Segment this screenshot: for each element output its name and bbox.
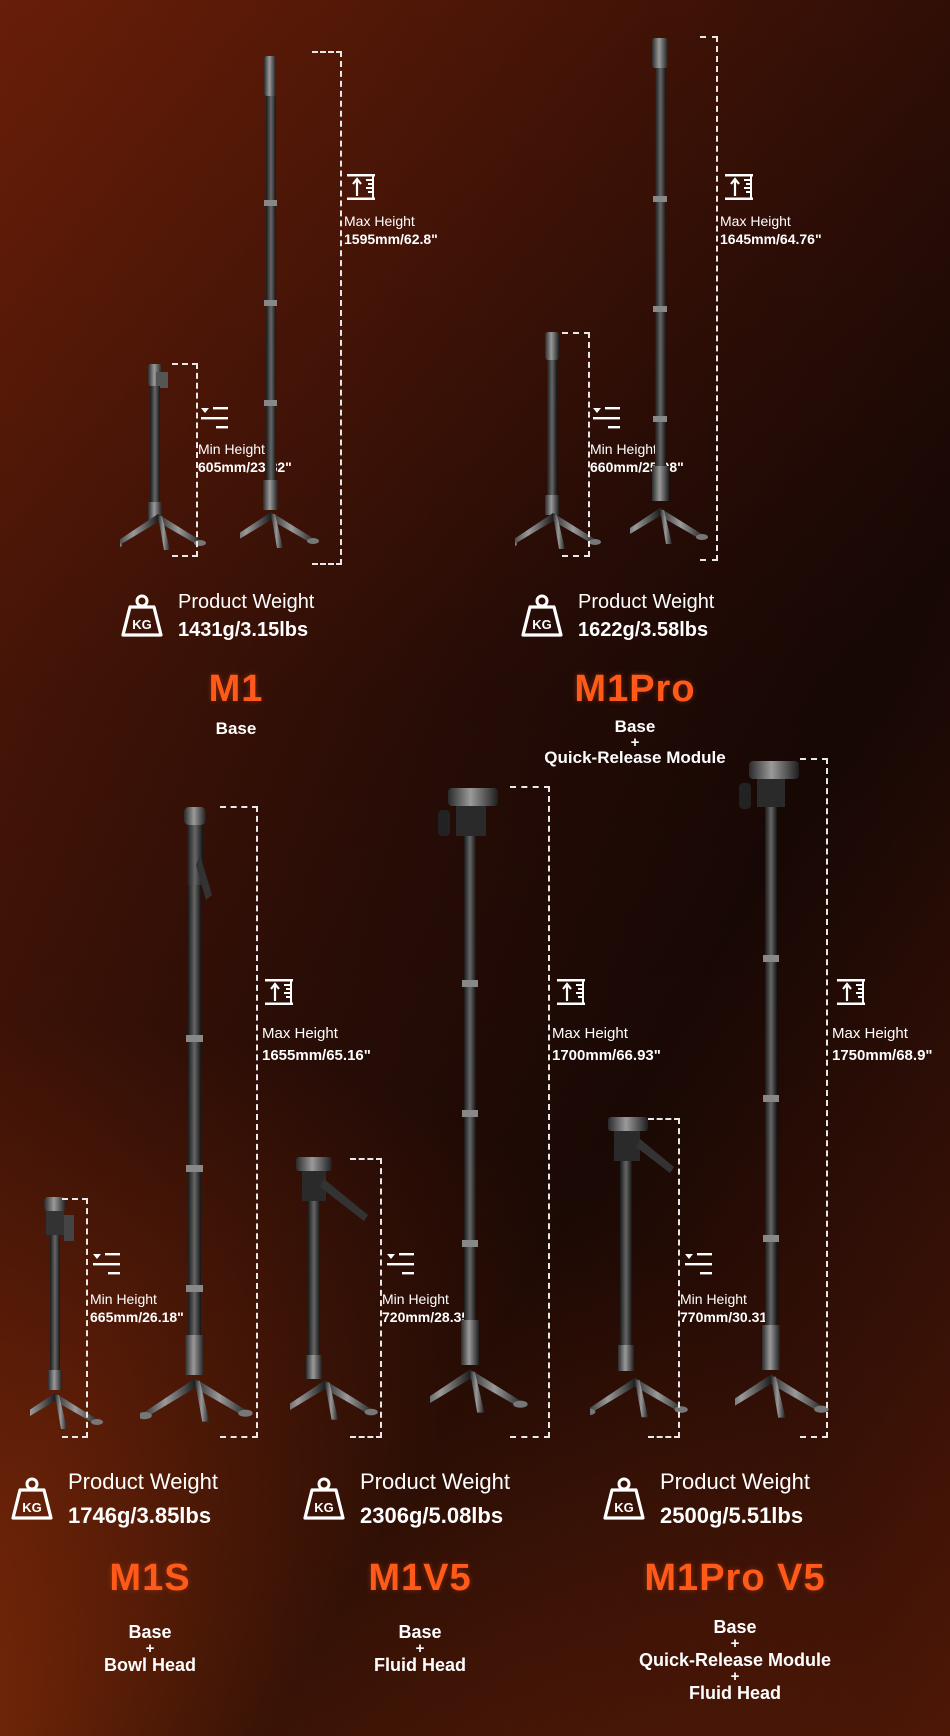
max-height-bracket [700, 36, 718, 561]
max-height-value: 1595mm/62.8" [344, 231, 438, 247]
component-base: Base [713, 1617, 757, 1637]
min-height-icon [590, 402, 624, 432]
component-list: Base + Fluid Head [320, 1622, 520, 1675]
component-qr-module: Quick-Release Module [638, 1650, 832, 1670]
kg-weight-icon [602, 1476, 646, 1522]
product-weight: Product Weight 1431g/3.15lbs [120, 588, 314, 644]
component-qr-module: Quick-Release Module [544, 748, 726, 767]
min-height-label: Min Height [680, 1291, 747, 1307]
product-weight-value: 1622g/3.58lbs [578, 619, 709, 641]
min-height-value: 720mm/28.35" [382, 1309, 476, 1325]
component-base: Base [614, 717, 656, 736]
component-base: Base [128, 1622, 172, 1642]
max-height-bracket [510, 786, 550, 1438]
max-height-icon [554, 977, 588, 1007]
max-height-label: Max Height [344, 213, 415, 229]
monopod-image-extended [630, 36, 735, 556]
product-weight-value: 2500g/5.51lbs [660, 1503, 804, 1528]
product-weight-label: Product Weight [178, 591, 315, 613]
min-height-bracket [350, 1158, 382, 1438]
max-height-value: 1645mm/64.76" [720, 231, 822, 247]
min-height-bracket [62, 1198, 88, 1438]
max-height-bracket [220, 806, 258, 1438]
min-height-label: Min Height [590, 441, 657, 457]
min-height-icon [682, 1248, 716, 1278]
min-height-label: Min Height [382, 1291, 449, 1307]
product-weight-label: Product Weight [578, 591, 715, 613]
component-list: Base + Quick-Release Module [480, 718, 790, 767]
max-height-icon [344, 172, 378, 202]
max-height-icon [834, 977, 868, 1007]
plus-sign: + [730, 1668, 740, 1685]
plus-sign: + [630, 734, 640, 751]
min-height-icon [384, 1248, 418, 1278]
min-height-bracket [648, 1118, 680, 1438]
model-name: M1S [109, 1557, 191, 1599]
product-weight: Product Weight 2306g/5.08lbs [302, 1465, 510, 1533]
kg-weight-icon [302, 1476, 346, 1522]
max-height-label: Max Height [832, 1025, 908, 1042]
product-weight-value: 1746g/3.85lbs [68, 1503, 212, 1528]
kg-weight-icon [520, 593, 564, 639]
min-height-label: Min Height [198, 441, 265, 457]
product-weight-label: Product Weight [660, 1469, 811, 1494]
max-height-value: 1655mm/65.16" [262, 1047, 371, 1064]
min-height-icon [90, 1248, 124, 1278]
min-height-icon [198, 402, 232, 432]
max-height-icon [262, 977, 296, 1007]
max-height-value: 1700mm/66.93" [552, 1047, 661, 1064]
component-base: Base [215, 719, 257, 738]
product-weight-value: 1431g/3.15lbs [178, 619, 309, 641]
component-list: Base + Quick-Release Module + Fluid Head [575, 1617, 895, 1703]
max-height-value: 1750mm/68.9" [832, 1047, 933, 1064]
product-weight-label: Product Weight [360, 1469, 511, 1494]
kg-weight-icon [10, 1476, 54, 1522]
model-name: M1V5 [368, 1557, 472, 1599]
max-height-label: Max Height [262, 1025, 338, 1042]
component-fluid-head: Fluid Head [688, 1683, 781, 1703]
plus-sign: + [730, 1635, 740, 1652]
max-height-label: Max Height [552, 1025, 628, 1042]
component-base: Base [398, 1622, 442, 1642]
min-height-label: Min Height [90, 1291, 157, 1307]
min-height-value: 770mm/30.31" [680, 1309, 774, 1325]
product-weight-label: Product Weight [68, 1469, 219, 1494]
min-height-value: 665mm/26.18" [90, 1309, 184, 1325]
plus-sign: + [145, 1640, 155, 1657]
model-name: M1 [208, 668, 264, 710]
plus-sign: + [415, 1640, 425, 1657]
max-height-bracket [800, 758, 828, 1438]
component-list: Base + Bowl Head [50, 1622, 250, 1675]
component-list: Base [136, 720, 336, 738]
component-fluid-head: Fluid Head [373, 1655, 466, 1675]
product-weight-value: 2306g/5.08lbs [360, 1503, 504, 1528]
min-height-bracket [172, 363, 198, 557]
component-bowl-head: Bowl Head [103, 1655, 196, 1675]
product-weight: Product Weight 1746g/3.85lbs [10, 1465, 218, 1533]
product-weight: Product Weight 2500g/5.51lbs [602, 1465, 810, 1533]
model-name: M1Pro [574, 668, 696, 710]
max-height-icon [722, 172, 756, 202]
product-weight: Product Weight 1622g/3.58lbs [520, 588, 714, 644]
model-name: M1Pro V5 [644, 1557, 826, 1599]
kg-weight-icon [120, 593, 164, 639]
max-height-label: Max Height [720, 213, 791, 229]
max-height-bracket [312, 51, 342, 565]
min-height-bracket [562, 332, 590, 557]
